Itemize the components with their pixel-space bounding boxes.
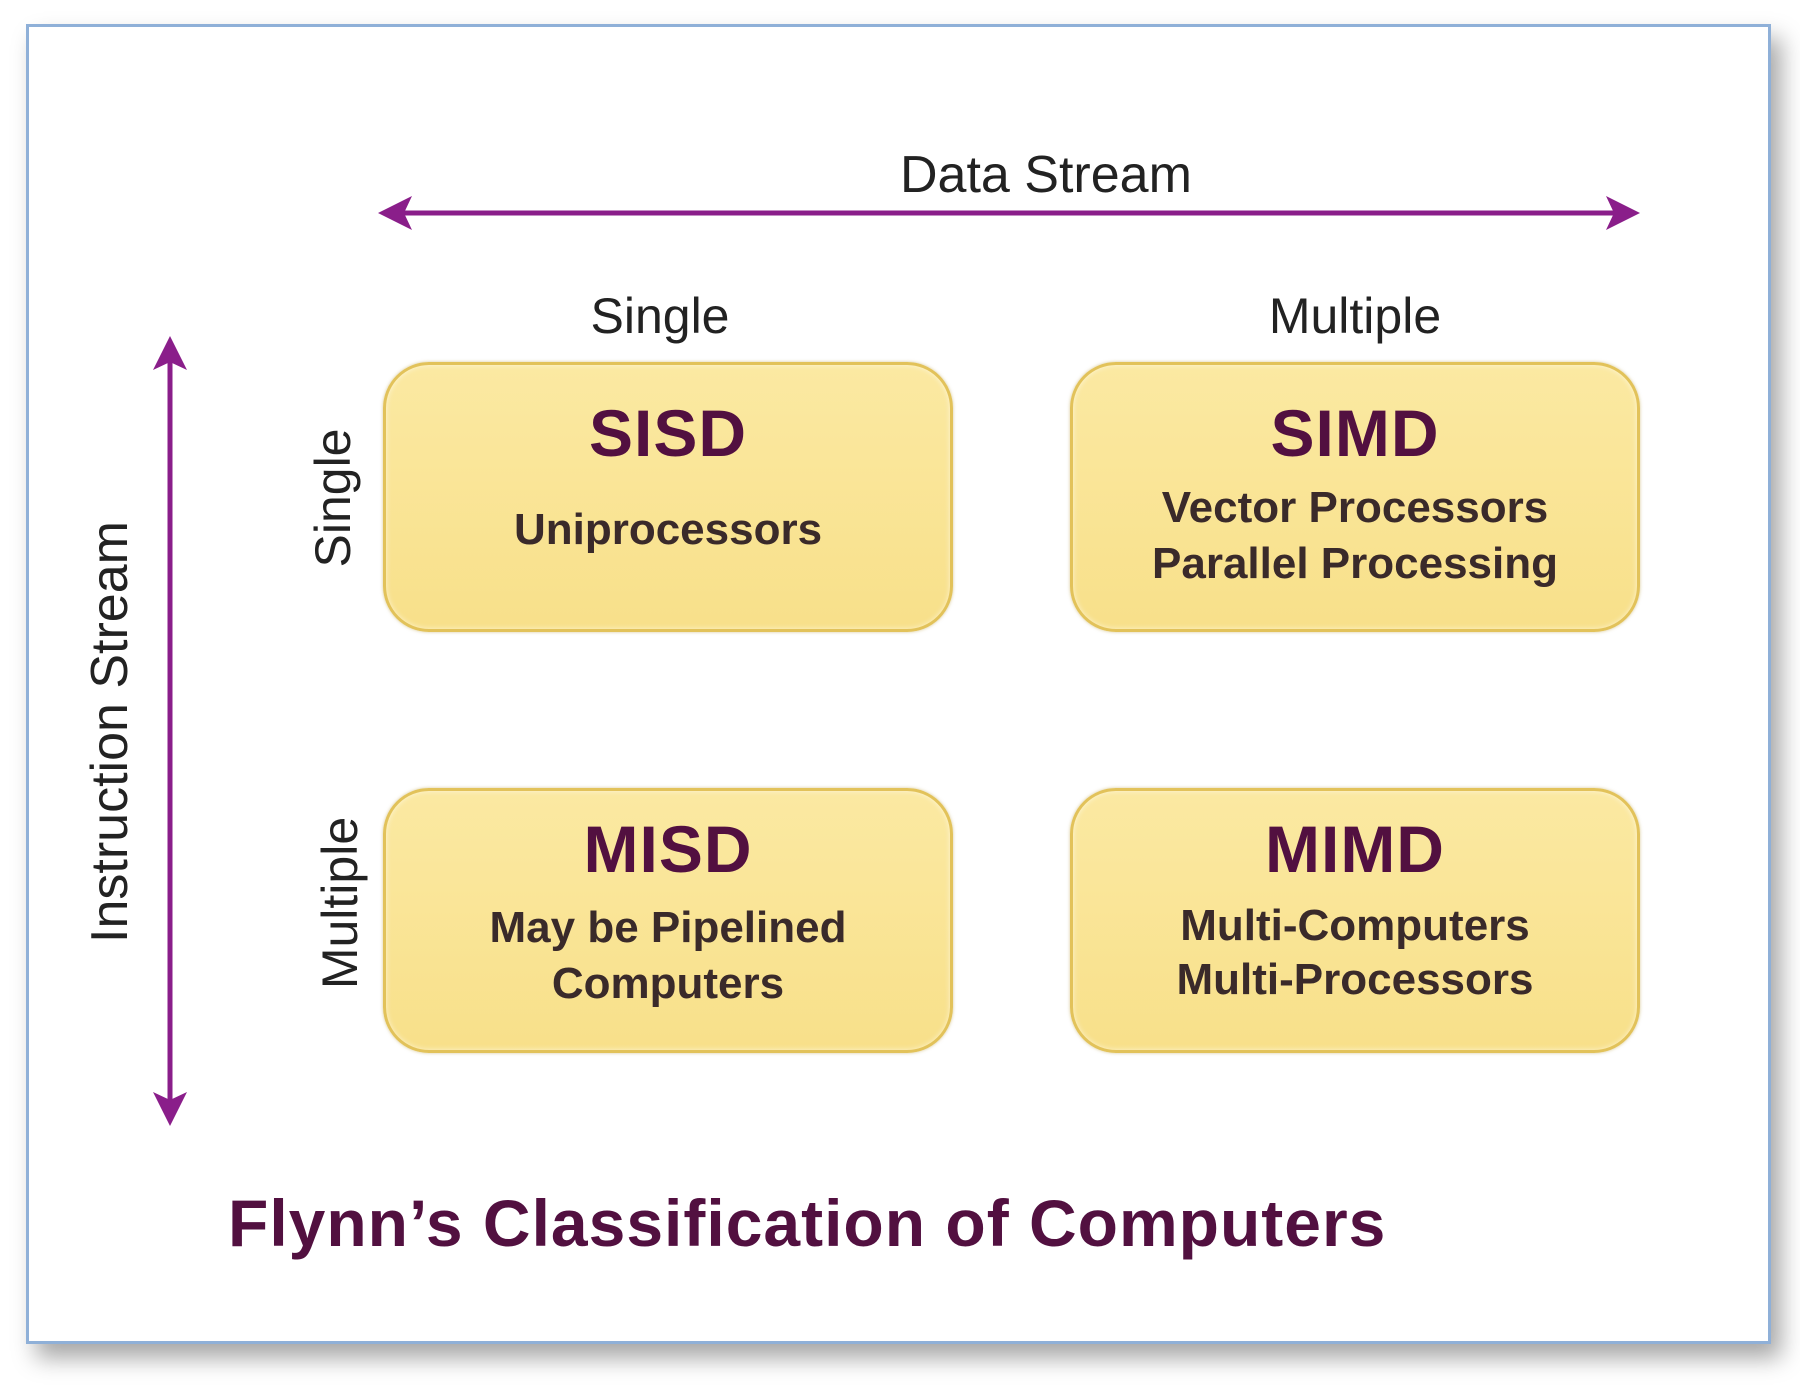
- simd-box: SIMD Vector Processors Parallel Processi…: [1070, 362, 1640, 632]
- simd-line-1: Vector Processors: [1161, 483, 1549, 532]
- diagram-frame: [26, 24, 1771, 1344]
- simd-title: SIMD: [1270, 396, 1440, 470]
- column-label-single: Single: [590, 288, 730, 344]
- misd-line-2: Computers: [551, 959, 785, 1008]
- column-label-multiple: Multiple: [1268, 288, 1442, 344]
- mimd-title: MIMD: [1265, 812, 1445, 886]
- row-label-single: Single: [305, 428, 361, 568]
- row-label-multiple: Multiple: [312, 816, 368, 990]
- mimd-box: MIMD Multi-Computers Multi-Processors: [1070, 788, 1640, 1053]
- mimd-line-2: Multi-Processors: [1176, 955, 1534, 1004]
- diagram-caption: Flynn’s Classification of Computers: [228, 1186, 1387, 1260]
- misd-title: MISD: [583, 812, 753, 886]
- simd-line-2: Parallel Processing: [1152, 539, 1558, 588]
- misd-line-1: May be Pipelined: [489, 903, 847, 952]
- data-stream-label: Data Stream: [900, 146, 1192, 204]
- instruction-stream-label: Instruction Stream: [81, 521, 139, 943]
- sisd-box: SISD Uniprocessors: [383, 362, 953, 632]
- mimd-line-1: Multi-Computers: [1180, 901, 1530, 950]
- sisd-line-1: Uniprocessors: [513, 505, 823, 554]
- misd-box: MISD May be Pipelined Computers: [383, 788, 953, 1053]
- sisd-title: SISD: [588, 396, 748, 470]
